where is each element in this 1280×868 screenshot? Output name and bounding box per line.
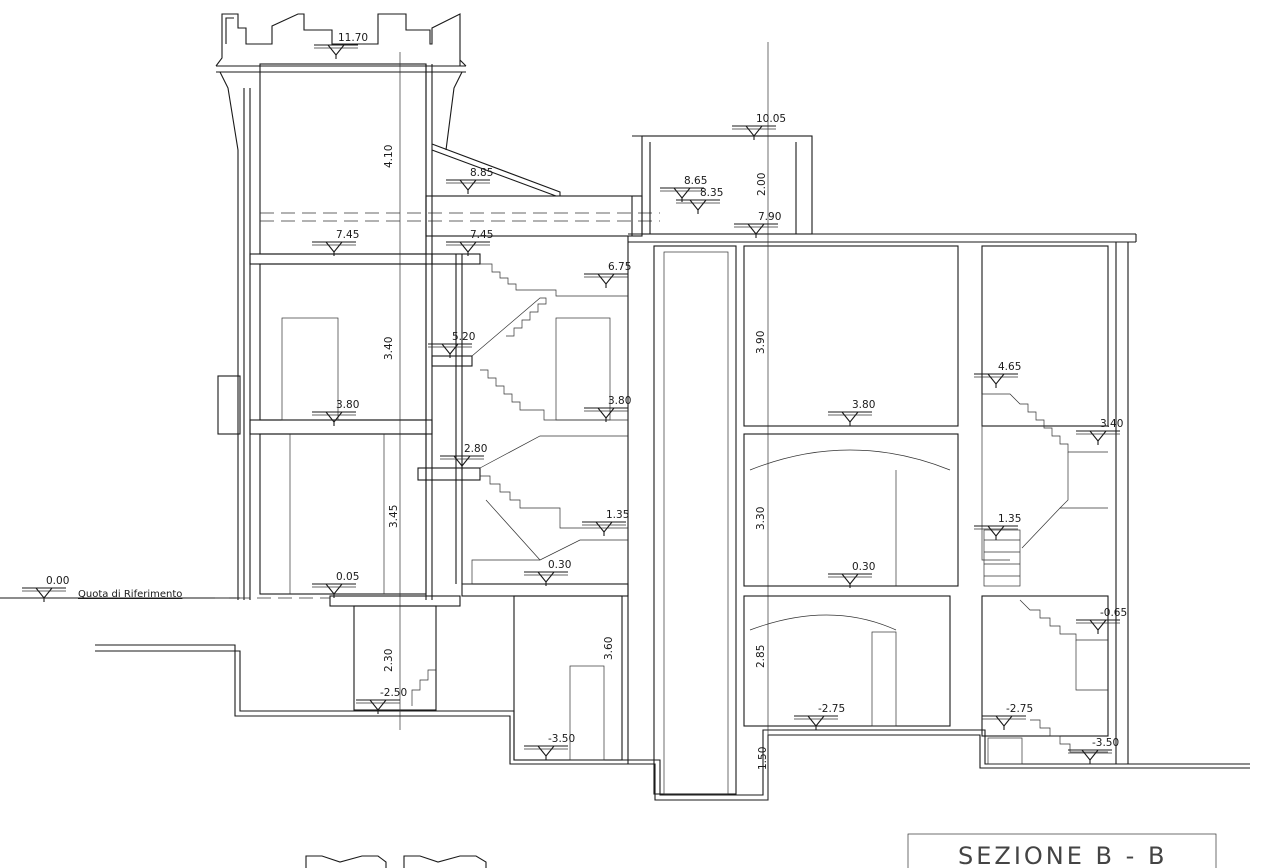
elevation-marker: 3.80 [828,399,875,426]
elevation-value: 4.65 [998,361,1021,373]
elevation-value: 3.40 [1100,418,1123,430]
elevation-marker: 7.90 [734,211,781,238]
elevation-marker: 11.70 [314,32,368,59]
dimensions: 4.10 3.40 3.45 2.30 2.00 3.90 3.30 2.85 … [383,145,769,770]
dim-mid-hb: 1.50 [757,747,769,770]
elevation-value: 7.45 [336,229,359,241]
elevation-marker: 0.30 [524,559,571,586]
elevation-marker: 1.35 [974,513,1021,540]
elevation-value: -3.50 [1092,737,1119,749]
elevation-value: 8.85 [470,167,493,179]
elevation-marker: -0.65 [1076,607,1127,634]
elevation-marker: -2.75 [982,703,1033,730]
dim-mid-h2: 3.90 [755,331,767,354]
dim-tower-h1: 3.45 [388,505,400,528]
elevation-value: 2.80 [464,443,487,455]
elevation-value: 0.05 [336,571,359,583]
elevation-marker: 8.35 [676,187,723,214]
bottom-fragments [305,855,487,868]
dim-tower-h0: 2.30 [383,649,395,672]
elevation-marker: 8.85 [446,167,493,194]
elevation-marker: 0.05 [312,571,359,598]
elevation-marker: 6.75 [584,261,631,288]
elevation-value: 11.70 [338,32,368,44]
elevation-marker: -2.50 [356,687,407,714]
elevation-value: -0.65 [1100,607,1127,619]
elevation-marker: 3.80 [584,395,631,422]
ground-lines [0,597,1250,801]
elevation-value: 3.80 [336,399,359,411]
elevation-marker: 0.30 [828,561,875,588]
staircase [417,236,629,764]
elevation-value: -2.50 [380,687,407,699]
elevation-value: -2.75 [818,703,845,715]
elevation-value: 7.90 [758,211,781,223]
elevation-marker: -3.50 [524,733,575,760]
elevation-marker: 8.65 [660,175,707,202]
elevation-value: 10.05 [756,113,786,125]
elevation-value: 0.30 [852,561,875,573]
elevation-value: 6.75 [608,261,631,273]
elevation-marker: 3.40 [1076,418,1123,445]
elevation-value: 7.45 [470,229,493,241]
elevation-marker: 3.80 [312,399,359,426]
elevation-value: 1.35 [998,513,1021,525]
elevation-value: 8.35 [700,187,723,199]
elevation-marker: 1.35 [582,509,629,536]
elevation-marker: 7.45 [312,229,359,256]
elevation-value: 1.35 [606,509,629,521]
dim-mid-h1: 3.30 [755,507,767,530]
elevation-value: 5.20 [452,331,475,343]
dim-roof-h: 2.00 [756,173,768,196]
elevation-marker: 7.45 [446,229,493,256]
middle-building [628,42,1137,800]
elevation-marker: 4.65 [974,361,1021,388]
elevation-value: 0.30 [548,559,571,571]
elevation-value: 3.80 [608,395,631,407]
elevation-marker: -2.75 [794,703,845,730]
reference-line: Quota di Riferimento [78,589,330,600]
dim-mid-h0: 2.85 [755,645,767,668]
elevation-marker: 5.20 [428,331,475,358]
elevation-value: 3.80 [852,399,875,411]
elevation-value: -3.50 [548,733,575,745]
dim-tower-h2: 3.40 [383,337,395,360]
elevation-value: -2.75 [1006,703,1033,715]
right-building [981,242,1129,765]
elevation-marker: 0.00 [22,575,69,602]
reference-label: Quota di Riferimento [78,589,182,600]
elevation-value: 8.65 [684,175,707,187]
elevation-marker: -3.50 [1068,737,1119,764]
section-title: SEZIONE B - B [958,842,1167,868]
elevation-marker: 2.80 [440,443,487,470]
elevation-markers: 0.00 11.70 10.05 8.658.35 7.90 8.85 7.45 7.45 6.… [22,32,1127,764]
elevation-value: 0.00 [46,575,69,587]
tower [215,13,467,730]
title-block: SEZIONE B - B [907,833,1217,868]
roof-connector [260,143,660,237]
dim-stair-hb: 3.60 [603,637,615,660]
dim-tower-h3: 4.10 [383,145,395,168]
elevation-marker: 10.05 [732,113,786,140]
